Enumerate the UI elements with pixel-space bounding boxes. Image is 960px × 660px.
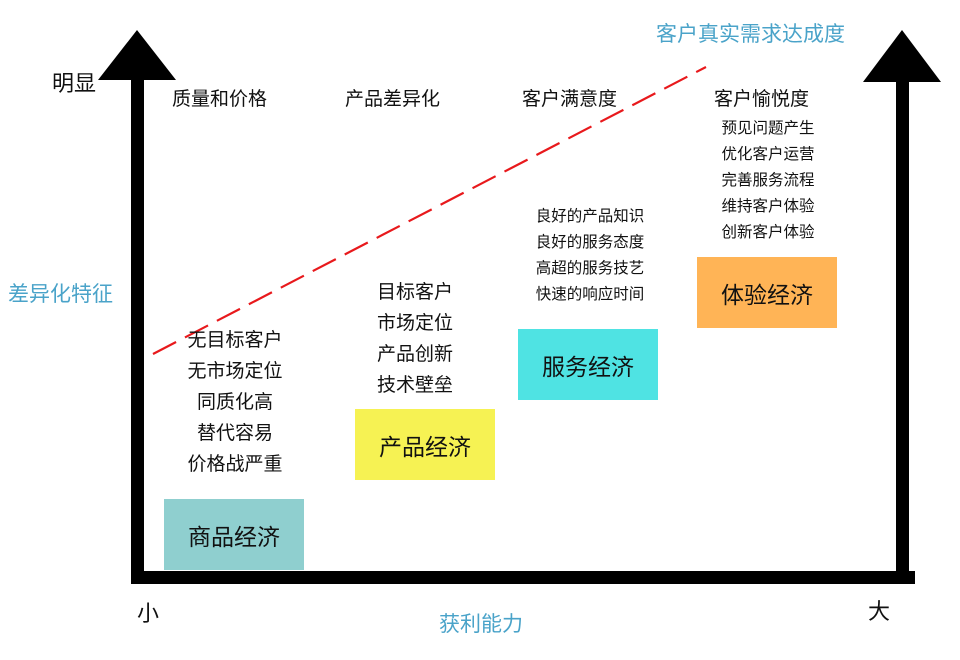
list-item: 创新客户体验 (721, 223, 815, 241)
list-item: 同质化高 (196, 391, 273, 413)
list-item: 目标客户 (376, 281, 453, 303)
x-axis-line (131, 571, 915, 584)
list-item: 良好的产品知识 (535, 207, 645, 225)
trend-line (152, 66, 707, 355)
trend-title: 客户真实需求达成度 (656, 22, 845, 46)
x-axis-right-label: 大 (868, 600, 891, 625)
column-4-feature-list: 预见问题产生 优化客户运营 完善服务流程 维持客户体验 创新客户体验 (698, 115, 838, 245)
list-item: 良好的服务态度 (535, 233, 645, 251)
right-axis-arrowhead (863, 30, 941, 82)
list-item: 预见问题产生 (721, 119, 815, 137)
list-item: 高超的服务技艺 (535, 259, 645, 277)
list-item: 优化客户运营 (721, 145, 815, 163)
list-item: 市场定位 (376, 312, 453, 334)
list-item: 完善服务流程 (721, 171, 815, 189)
list-item: 维持客户体验 (721, 197, 815, 215)
column-title-product-differentiation: 产品差异化 (345, 88, 441, 110)
x-axis-title: 获利能力 (439, 612, 523, 636)
list-item: 无目标客户 (187, 329, 283, 351)
service-economy-label: 服务经济 (542, 354, 634, 381)
x-axis-left-label: 小 (137, 602, 160, 627)
list-item: 无市场定位 (187, 360, 283, 382)
column-title-customer-satisfaction: 客户满意度 (522, 88, 618, 110)
column-3-feature-list: 良好的产品知识 良好的服务态度 高超的服务技艺 快速的响应时间 (510, 203, 670, 307)
service-economy-box: 服务经济 (518, 329, 658, 400)
experience-economy-label: 体验经济 (721, 282, 813, 309)
commodity-economy-label: 商品经济 (188, 524, 280, 551)
y-axis-title: 差异化特征 (8, 282, 113, 306)
right-axis-line (896, 75, 909, 583)
column-1-feature-list: 无目标客户 无市场定位 同质化高 替代容易 价格战严重 (170, 325, 300, 480)
product-economy-label: 产品经济 (379, 434, 471, 461)
y-axis-top-label: 明显 (52, 72, 97, 97)
column-2-feature-list: 目标客户 市场定位 产品创新 技术壁垒 (350, 277, 480, 401)
y-axis-arrowhead (98, 30, 176, 80)
column-title-customer-delight: 客户愉悦度 (714, 88, 810, 110)
column-title-quality-price: 质量和价格 (172, 88, 268, 110)
experience-economy-box: 体验经济 (697, 257, 837, 328)
list-item: 替代容易 (196, 422, 273, 444)
list-item: 技术壁垒 (376, 374, 453, 396)
list-item: 快速的响应时间 (535, 285, 645, 303)
commodity-economy-box: 商品经济 (164, 499, 304, 570)
list-item: 价格战严重 (187, 453, 283, 475)
list-item: 产品创新 (376, 343, 453, 365)
y-axis-line (131, 70, 144, 583)
product-economy-box: 产品经济 (355, 409, 495, 480)
